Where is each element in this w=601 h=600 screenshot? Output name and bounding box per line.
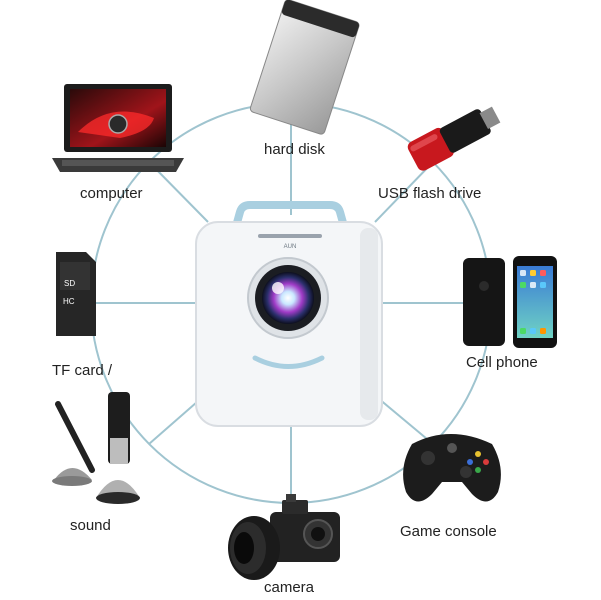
label-camera: camera <box>264 579 315 596</box>
camera-icon <box>228 494 340 580</box>
projector-smile <box>252 355 325 369</box>
label-cell-phone: Cell phone <box>466 354 538 371</box>
label-game-console: Game console <box>400 523 497 540</box>
label-hard-disk: hard disk <box>264 141 325 158</box>
sd-card-icon: SD HC <box>56 252 96 336</box>
laptop-icon <box>52 84 184 172</box>
label-computer: computer <box>80 185 143 202</box>
hard-disk-icon <box>249 0 360 135</box>
usb-flash-drive-icon <box>407 106 501 171</box>
projector: AUN <box>195 201 383 427</box>
svg-text:HC: HC <box>63 297 75 306</box>
projector-lens-glare <box>272 282 284 294</box>
spoke-usb <box>374 161 434 223</box>
label-sound: sound <box>70 517 111 534</box>
projector-brand: AUN <box>284 244 297 250</box>
projector-vent-top <box>258 234 322 238</box>
projector-lens <box>262 272 314 324</box>
svg-text:SD: SD <box>64 279 75 288</box>
label-tf-card: TF card / <box>52 362 113 379</box>
gamepad-icon <box>403 434 501 502</box>
cell-phone-icon <box>463 256 557 348</box>
speaker-icon <box>52 392 140 504</box>
label-usb-flash-drive: USB flash drive <box>378 185 482 202</box>
projector-side-shade <box>360 228 378 420</box>
projector-handle <box>231 201 349 234</box>
